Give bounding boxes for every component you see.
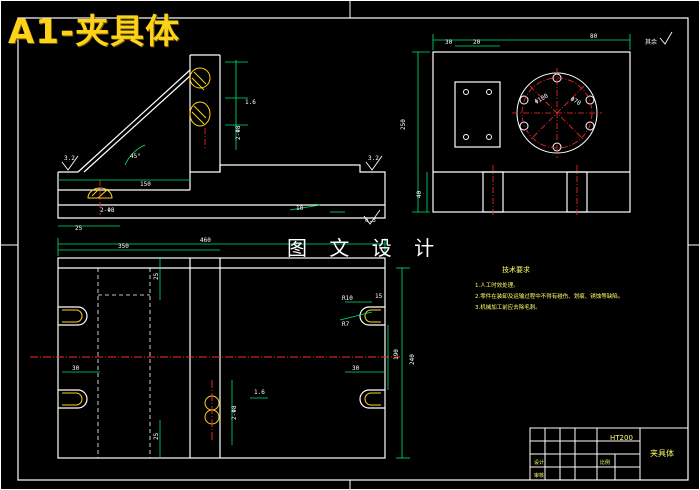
dim-side-top2: 20	[473, 39, 481, 46]
front-view	[57, 54, 386, 219]
dim-hole-base: 2-Φ8	[100, 207, 115, 214]
dim-side-width: 80	[590, 33, 598, 40]
plan-hidden-lines	[97, 268, 151, 458]
title-block-check: 审核	[534, 472, 544, 479]
dim-plan-lower: 25	[153, 432, 160, 440]
roughness-note: 其余	[645, 38, 657, 46]
dim-side-bottom: 40	[416, 190, 423, 198]
side-dimensions	[412, 34, 631, 213]
dim-slot-r2: R7	[342, 321, 350, 328]
rough-plan: 1.6	[254, 389, 265, 396]
dim-plan-upper: 25	[153, 272, 160, 280]
front-centerlines	[99, 128, 206, 215]
side-view	[432, 51, 631, 213]
side-view-circle	[463, 72, 598, 154]
dim-side-height: 250	[400, 119, 407, 130]
rough-right: 3.2	[368, 155, 379, 162]
tech-req-item-3: 3.机械加工前应去除毛刺。	[475, 303, 541, 311]
dim-front-inner: 350	[118, 243, 129, 250]
inner-frame	[17, 17, 689, 481]
dim-hole-depth: 2-Φ8	[231, 405, 238, 420]
roughness-note-symbol	[659, 31, 673, 45]
title-block	[529, 427, 689, 481]
plan-dimensions	[57, 238, 410, 459]
dim-slot-r: R10	[342, 295, 353, 302]
dim-front-width: 460	[200, 237, 211, 244]
title-block-drawn: 设计	[534, 459, 544, 466]
title-block-part-name: 夹具体	[650, 448, 674, 458]
dim-slot-depth-left: 30	[72, 365, 80, 372]
plan-centerline	[30, 356, 400, 440]
title-block-text: HT200 夹具体 设计 审核 比例	[534, 434, 674, 479]
rough-left: 3.2	[64, 155, 75, 162]
front-view-hatch	[87, 67, 211, 199]
rough-bottom: 6.3	[365, 217, 376, 224]
dim-step2: 25	[75, 225, 83, 232]
watermark-text: 图 文 设 计	[287, 236, 443, 260]
dim-step: 10	[296, 205, 304, 212]
dim-top-height: 150	[140, 181, 151, 188]
tech-requirements: 技术要求 1.人工时效处理。 2.零件在装卸及运输过程中不得有碰伤、划痕、锈蚀等…	[475, 265, 623, 311]
drawing-title: A1-夹具体	[8, 12, 181, 52]
side-centerlines	[492, 68, 602, 215]
title-block-material: HT200	[610, 434, 633, 442]
dim-slot-w: 15	[375, 293, 383, 300]
dim-slot-depth-right: 30	[352, 365, 360, 372]
plan-view	[57, 257, 386, 459]
plan-slot-outline	[62, 309, 381, 425]
rough-bore: 1.6	[245, 99, 256, 106]
dim-plan-height: 240	[409, 354, 416, 365]
dim-side-top: 30	[445, 39, 453, 46]
tech-req-item-1: 1.人工时效处理。	[475, 281, 519, 289]
dim-plan-inner: 190	[393, 349, 400, 360]
roughness-symbols-front	[61, 155, 383, 225]
tech-req-item-2: 2.零件在装卸及运输过程中不得有碰伤、划痕、锈蚀等缺陷。	[475, 292, 623, 300]
tech-req-heading: 技术要求	[502, 265, 530, 274]
dim-hole-front: 2-Φ8	[235, 125, 242, 140]
title-block-scale: 比例	[600, 459, 610, 466]
dim-circle-dia2: Φ70	[569, 96, 582, 108]
front-dimensions	[58, 60, 345, 227]
angle-label: 45°	[130, 153, 141, 160]
